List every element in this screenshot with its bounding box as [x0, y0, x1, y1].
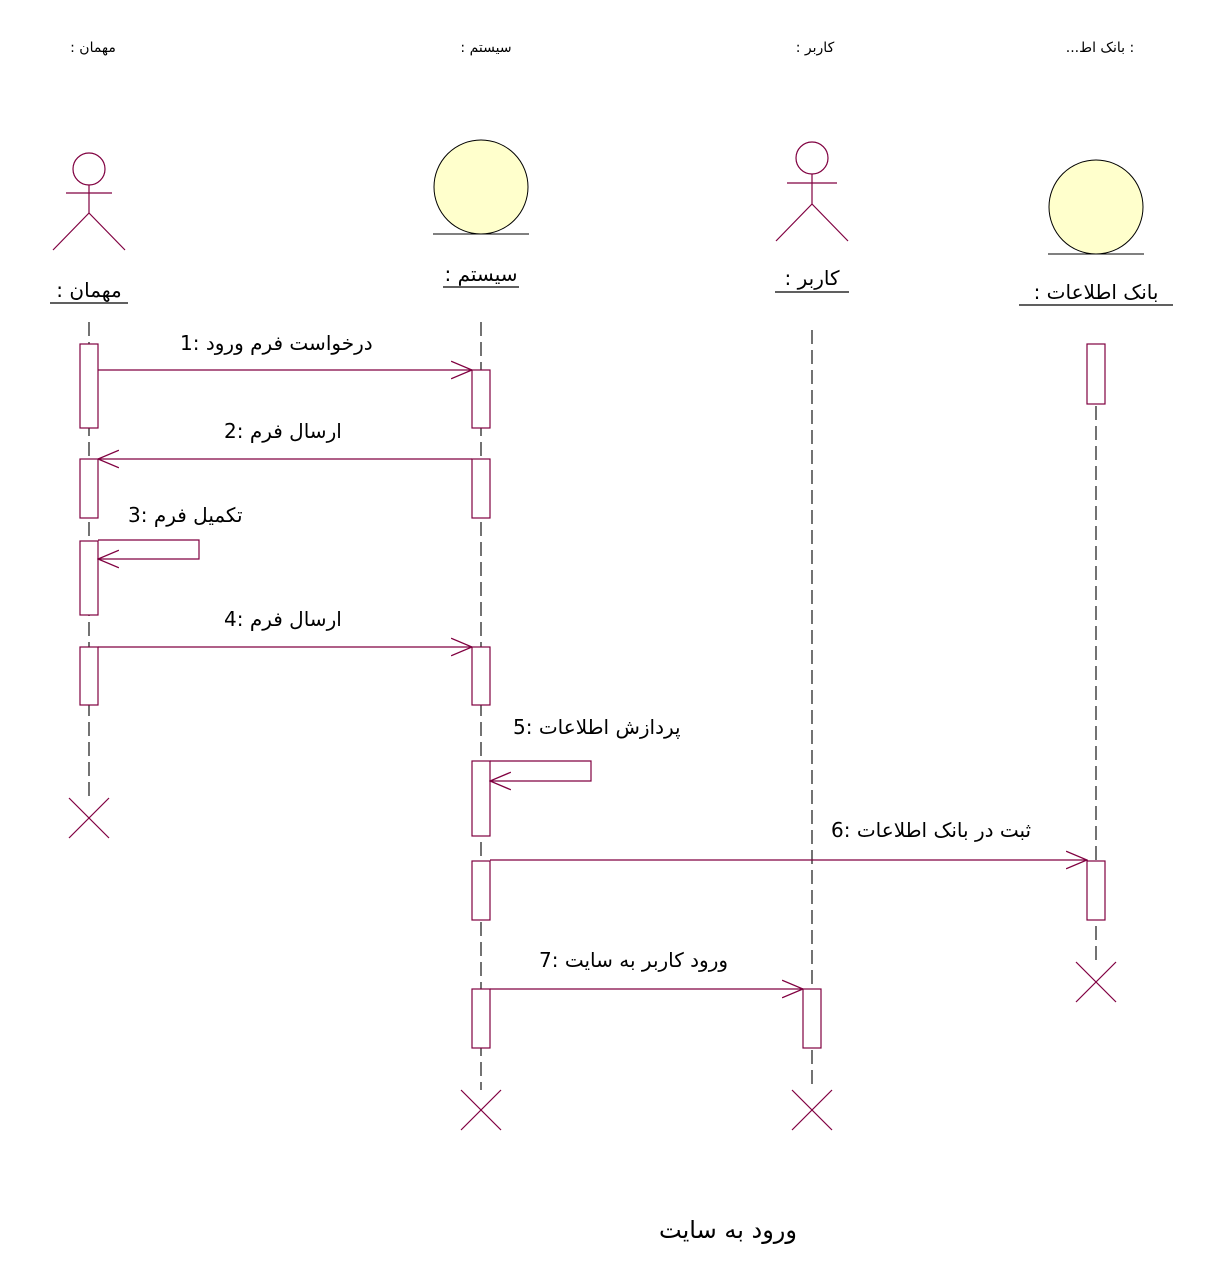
diagram-title: ورود به سایت	[659, 1216, 797, 1244]
message-text: ارسال فرم	[250, 607, 342, 631]
message-text: ورود کاربر به سایت	[565, 948, 728, 972]
activation-bar	[1086, 343, 1106, 405]
activation-bar	[1086, 860, 1106, 921]
activation-bar	[79, 343, 99, 429]
svg-text:6: ثبت در بانک اطلاعات: 6: ثبت در بانک اطلاعات	[831, 818, 1031, 842]
svg-text:2: ارسال فرم: 2: ارسال فرم	[224, 419, 342, 443]
message-number: 6	[831, 818, 844, 842]
activation-bar	[79, 646, 99, 706]
lifeline-name-guest: : مهمان	[56, 278, 121, 302]
message-label-3: 3: تکمیل فرم	[128, 503, 243, 527]
top-label-user: : کاربر	[796, 40, 835, 56]
message-label-1: 1: درخواست فرم ورود	[180, 331, 373, 355]
actor-icon-user	[775, 141, 849, 242]
message-text: ثبت در بانک اطلاعات	[857, 818, 1031, 842]
activation-bar	[471, 646, 491, 706]
lifeline-name-system: : سیستم	[444, 262, 517, 286]
destroy-mark-user	[791, 1089, 833, 1131]
destroy-mark-guest	[68, 797, 110, 839]
message-label-2: 2: ارسال فرم	[224, 419, 342, 443]
message-number: 5	[513, 715, 526, 739]
top-label-system: : سیستم	[460, 40, 511, 56]
message-number: 7	[539, 948, 552, 972]
activation-bars	[79, 343, 1106, 1049]
message-arrow-5	[490, 760, 592, 781]
activation-bar	[802, 988, 822, 1049]
message-label-7: 7: ورود کاربر به سایت	[539, 948, 728, 972]
message-text: پردازش اطلاعات	[539, 715, 681, 740]
lifeline-name-user: : کاربر	[785, 266, 840, 290]
activation-bar	[471, 860, 491, 921]
activation-bar	[471, 458, 491, 519]
message-text: تکمیل فرم	[154, 503, 243, 527]
message-label-6: 6: ثبت در بانک اطلاعات	[831, 818, 1031, 842]
message-number: 3	[128, 503, 141, 527]
top-label-guest: : مهمان	[70, 40, 116, 56]
activation-bar	[471, 988, 491, 1049]
svg-text:7: ورود کاربر به سایت: 7: ورود کاربر به سایت	[539, 948, 728, 972]
message-number: 2	[224, 419, 237, 443]
message-label-5: 5: پردازش اطلاعات	[513, 715, 681, 740]
destroy-mark-db	[1075, 961, 1117, 1003]
activation-bar	[471, 369, 491, 429]
svg-text:5: پردازش اطلاعات: 5: پردازش اطلاعات	[513, 715, 681, 740]
message-text: ارسال فرم	[250, 419, 342, 443]
actor-icon-guest	[52, 152, 126, 251]
message-text: درخواست فرم ورود	[206, 331, 373, 355]
message-label-4: 4: ارسال فرم	[224, 607, 342, 631]
lifeline-name-db: : بانک اطلاعات	[1034, 280, 1159, 304]
message-number: 4	[224, 607, 237, 631]
entity-icon-db	[1048, 159, 1144, 255]
message-number: 1	[180, 331, 193, 355]
message-arrow-3	[98, 539, 200, 559]
top-label-db: ...بانک اط :	[1066, 40, 1134, 56]
svg-text:1: درخواست فرم ورود: 1: درخواست فرم ورود	[180, 331, 373, 355]
svg-text:4: ارسال فرم: 4: ارسال فرم	[224, 607, 342, 631]
activation-bar	[471, 760, 491, 837]
destroy-mark-system	[460, 1089, 502, 1131]
activation-bar	[79, 458, 99, 519]
entity-icon-system	[433, 139, 529, 235]
svg-text:3: تکمیل فرم: 3: تکمیل فرم	[128, 503, 243, 527]
activation-bar	[79, 540, 99, 616]
